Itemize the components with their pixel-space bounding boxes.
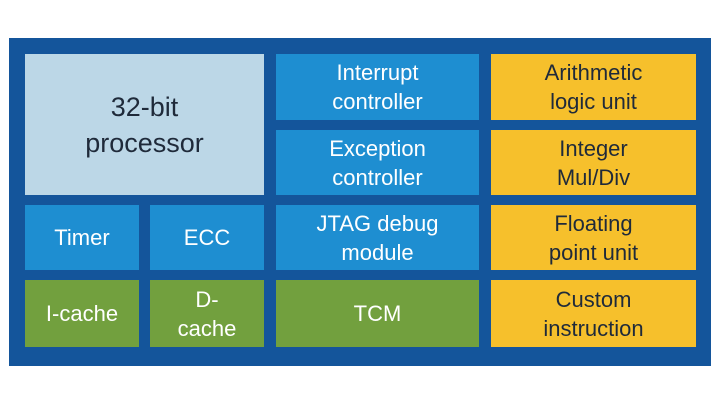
- arithmetic-logic-unit-block: Arithmetic logic unit: [491, 54, 696, 120]
- ecc-block: ECC: [150, 205, 264, 270]
- tcm-block: TCM: [276, 280, 479, 347]
- timer-block: Timer: [25, 205, 139, 270]
- integer-mul-div-block: Integer Mul/Div: [491, 130, 696, 195]
- icache-block: I-cache: [25, 280, 139, 347]
- processor-block: 32-bit processor: [25, 54, 264, 195]
- dcache-block: D- cache: [150, 280, 264, 347]
- architecture-diagram-frame: 32-bit processor Interrupt controller Ar…: [9, 38, 711, 366]
- interrupt-controller-block: Interrupt controller: [276, 54, 479, 120]
- exception-controller-block: Exception controller: [276, 130, 479, 195]
- custom-instruction-block: Custom instruction: [491, 280, 696, 347]
- floating-point-unit-block: Floating point unit: [491, 205, 696, 270]
- jtag-debug-module-block: JTAG debug module: [276, 205, 479, 270]
